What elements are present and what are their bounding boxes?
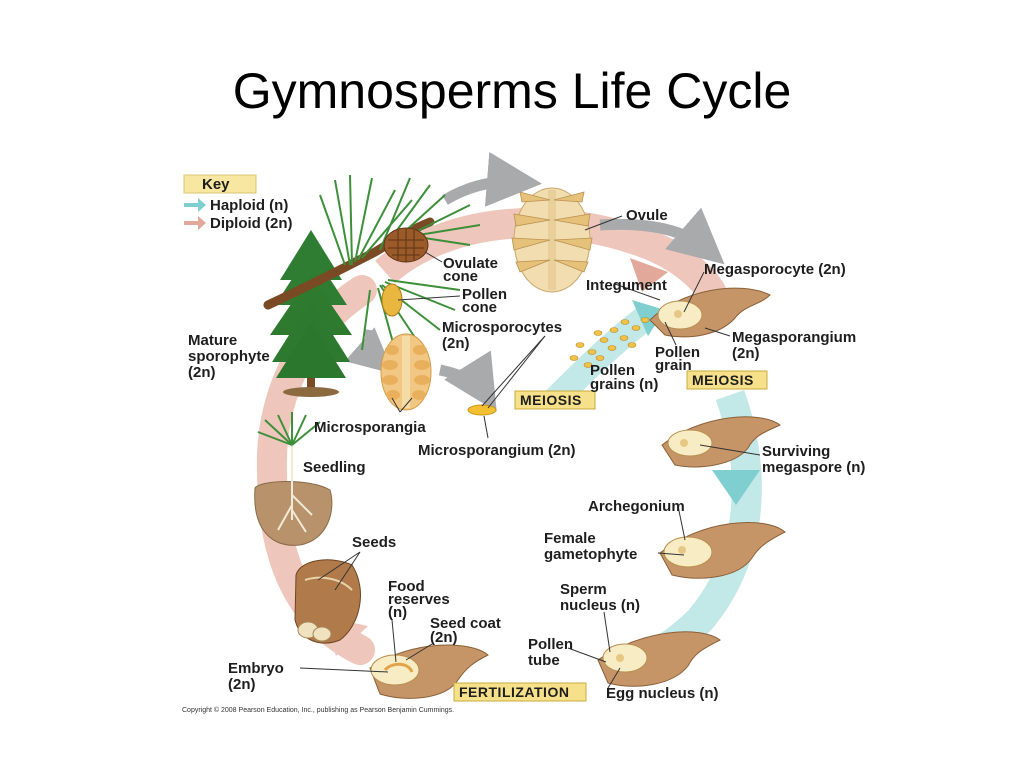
diagram-labels: Ovulate cone Pollen cone Ovule Integumen… <box>188 207 865 702</box>
label-ovulate-cone-2: cone <box>443 268 478 285</box>
meiosis-stage-box-1: MEIOSIS <box>514 390 596 410</box>
label-food-reserves: Food <box>388 578 425 595</box>
label-seed-coat-2: (2n) <box>430 629 458 646</box>
key-legend: Key Haploid (n) Diploid (2n) <box>183 174 293 232</box>
svg-text:MEIOSIS: MEIOSIS <box>520 392 582 408</box>
fertilization-ovule <box>597 631 721 687</box>
key-title: Key <box>202 176 230 193</box>
label-sperm-nucleus-2: nucleus (n) <box>560 597 640 614</box>
label-seeds: Seeds <box>352 534 396 551</box>
archegonium-ovule <box>659 522 786 579</box>
seedling-illustration <box>254 412 333 546</box>
label-female-gametophyte-2: gametophyte <box>544 546 637 563</box>
label-pollen-tube-2: tube <box>528 652 560 669</box>
key-diploid-label: Diploid (2n) <box>210 215 293 232</box>
seed-illustration <box>294 559 361 644</box>
label-microsporocytes-2: (2n) <box>442 335 470 352</box>
slide-title: Gymnosperms Life Cycle <box>232 63 792 119</box>
key-haploid-label: Haploid (n) <box>210 197 288 214</box>
label-ovulate-cone: Ovulate <box>443 255 498 272</box>
label-microsporangium: Microsporangium (2n) <box>418 442 576 459</box>
label-mature-sporophyte-3: (2n) <box>188 364 216 381</box>
ovulate-cone-section-illustration <box>511 187 593 293</box>
label-embryo: Embryo <box>228 660 284 677</box>
process-arrows <box>344 151 725 412</box>
label-megasporangium: Megasporangium <box>732 329 856 346</box>
copyright-notice: Copyright © 2008 Pearson Education, Inc.… <box>182 706 454 714</box>
label-egg-nucleus: Egg nucleus (n) <box>606 685 719 702</box>
leader-lines <box>299 215 761 689</box>
label-seed-coat: Seed coat <box>430 615 501 632</box>
surviving-megaspore-ovule <box>661 416 781 468</box>
meiosis-stage-box-2: MEIOSIS <box>686 370 768 390</box>
label-pollen-cone-2: cone <box>462 299 497 316</box>
label-pollen-grains: Pollen <box>590 362 635 379</box>
haploid-arrowhead-top <box>632 300 665 336</box>
label-microsporocytes: Microsporocytes <box>442 319 562 336</box>
haploid-key-arrow <box>184 198 206 212</box>
label-megasporocyte: Megasporocyte (2n) <box>704 261 846 278</box>
diploid-arrowhead <box>630 258 668 292</box>
key-title-box <box>183 174 257 194</box>
label-food-reserves-2: reserves <box>388 591 450 608</box>
label-pollen-cone: Pollen <box>462 286 507 303</box>
label-female-gametophyte: Female <box>544 530 596 547</box>
label-pollen-grain-2: grain <box>655 357 692 374</box>
label-pollen-grains-2: grains (n) <box>590 376 658 393</box>
label-pollen-tube: Pollen <box>528 636 573 653</box>
pollen-cone-section-illustration <box>380 333 497 416</box>
label-sperm-nucleus: Sperm <box>560 581 607 598</box>
label-megasporangium-2: (2n) <box>732 345 760 362</box>
label-embryo-2: (2n) <box>228 676 256 693</box>
svg-text:FERTILIZATION: FERTILIZATION <box>459 684 569 700</box>
ovule-sections-illustration <box>369 287 786 699</box>
label-surviving-megaspore-2: megaspore (n) <box>762 459 865 476</box>
megasporangium-ovule <box>649 287 771 338</box>
diploid-key-arrow <box>184 216 206 230</box>
label-surviving-megaspore: Surviving <box>762 443 830 460</box>
label-ovule: Ovule <box>626 207 668 224</box>
label-archegonium: Archegonium <box>588 498 685 515</box>
svg-text:MEIOSIS: MEIOSIS <box>692 372 754 388</box>
label-food-reserves-3: (n) <box>388 604 407 621</box>
branch-with-cones-illustration <box>263 174 481 351</box>
label-seedling: Seedling <box>303 459 366 476</box>
label-integument: Integument <box>586 277 667 294</box>
pollen-grains-illustration <box>569 317 650 368</box>
haploid-arrowhead <box>712 470 760 505</box>
label-mature-sporophyte-2: sporophyte <box>188 348 270 365</box>
label-mature-sporophyte: Mature <box>188 332 237 349</box>
embryo-ovule <box>369 644 489 699</box>
label-microsporangia: Microsporangia <box>314 419 426 436</box>
fertilization-stage-box: FERTILIZATION <box>453 682 587 702</box>
label-pollen-grain: Pollen <box>655 344 700 361</box>
